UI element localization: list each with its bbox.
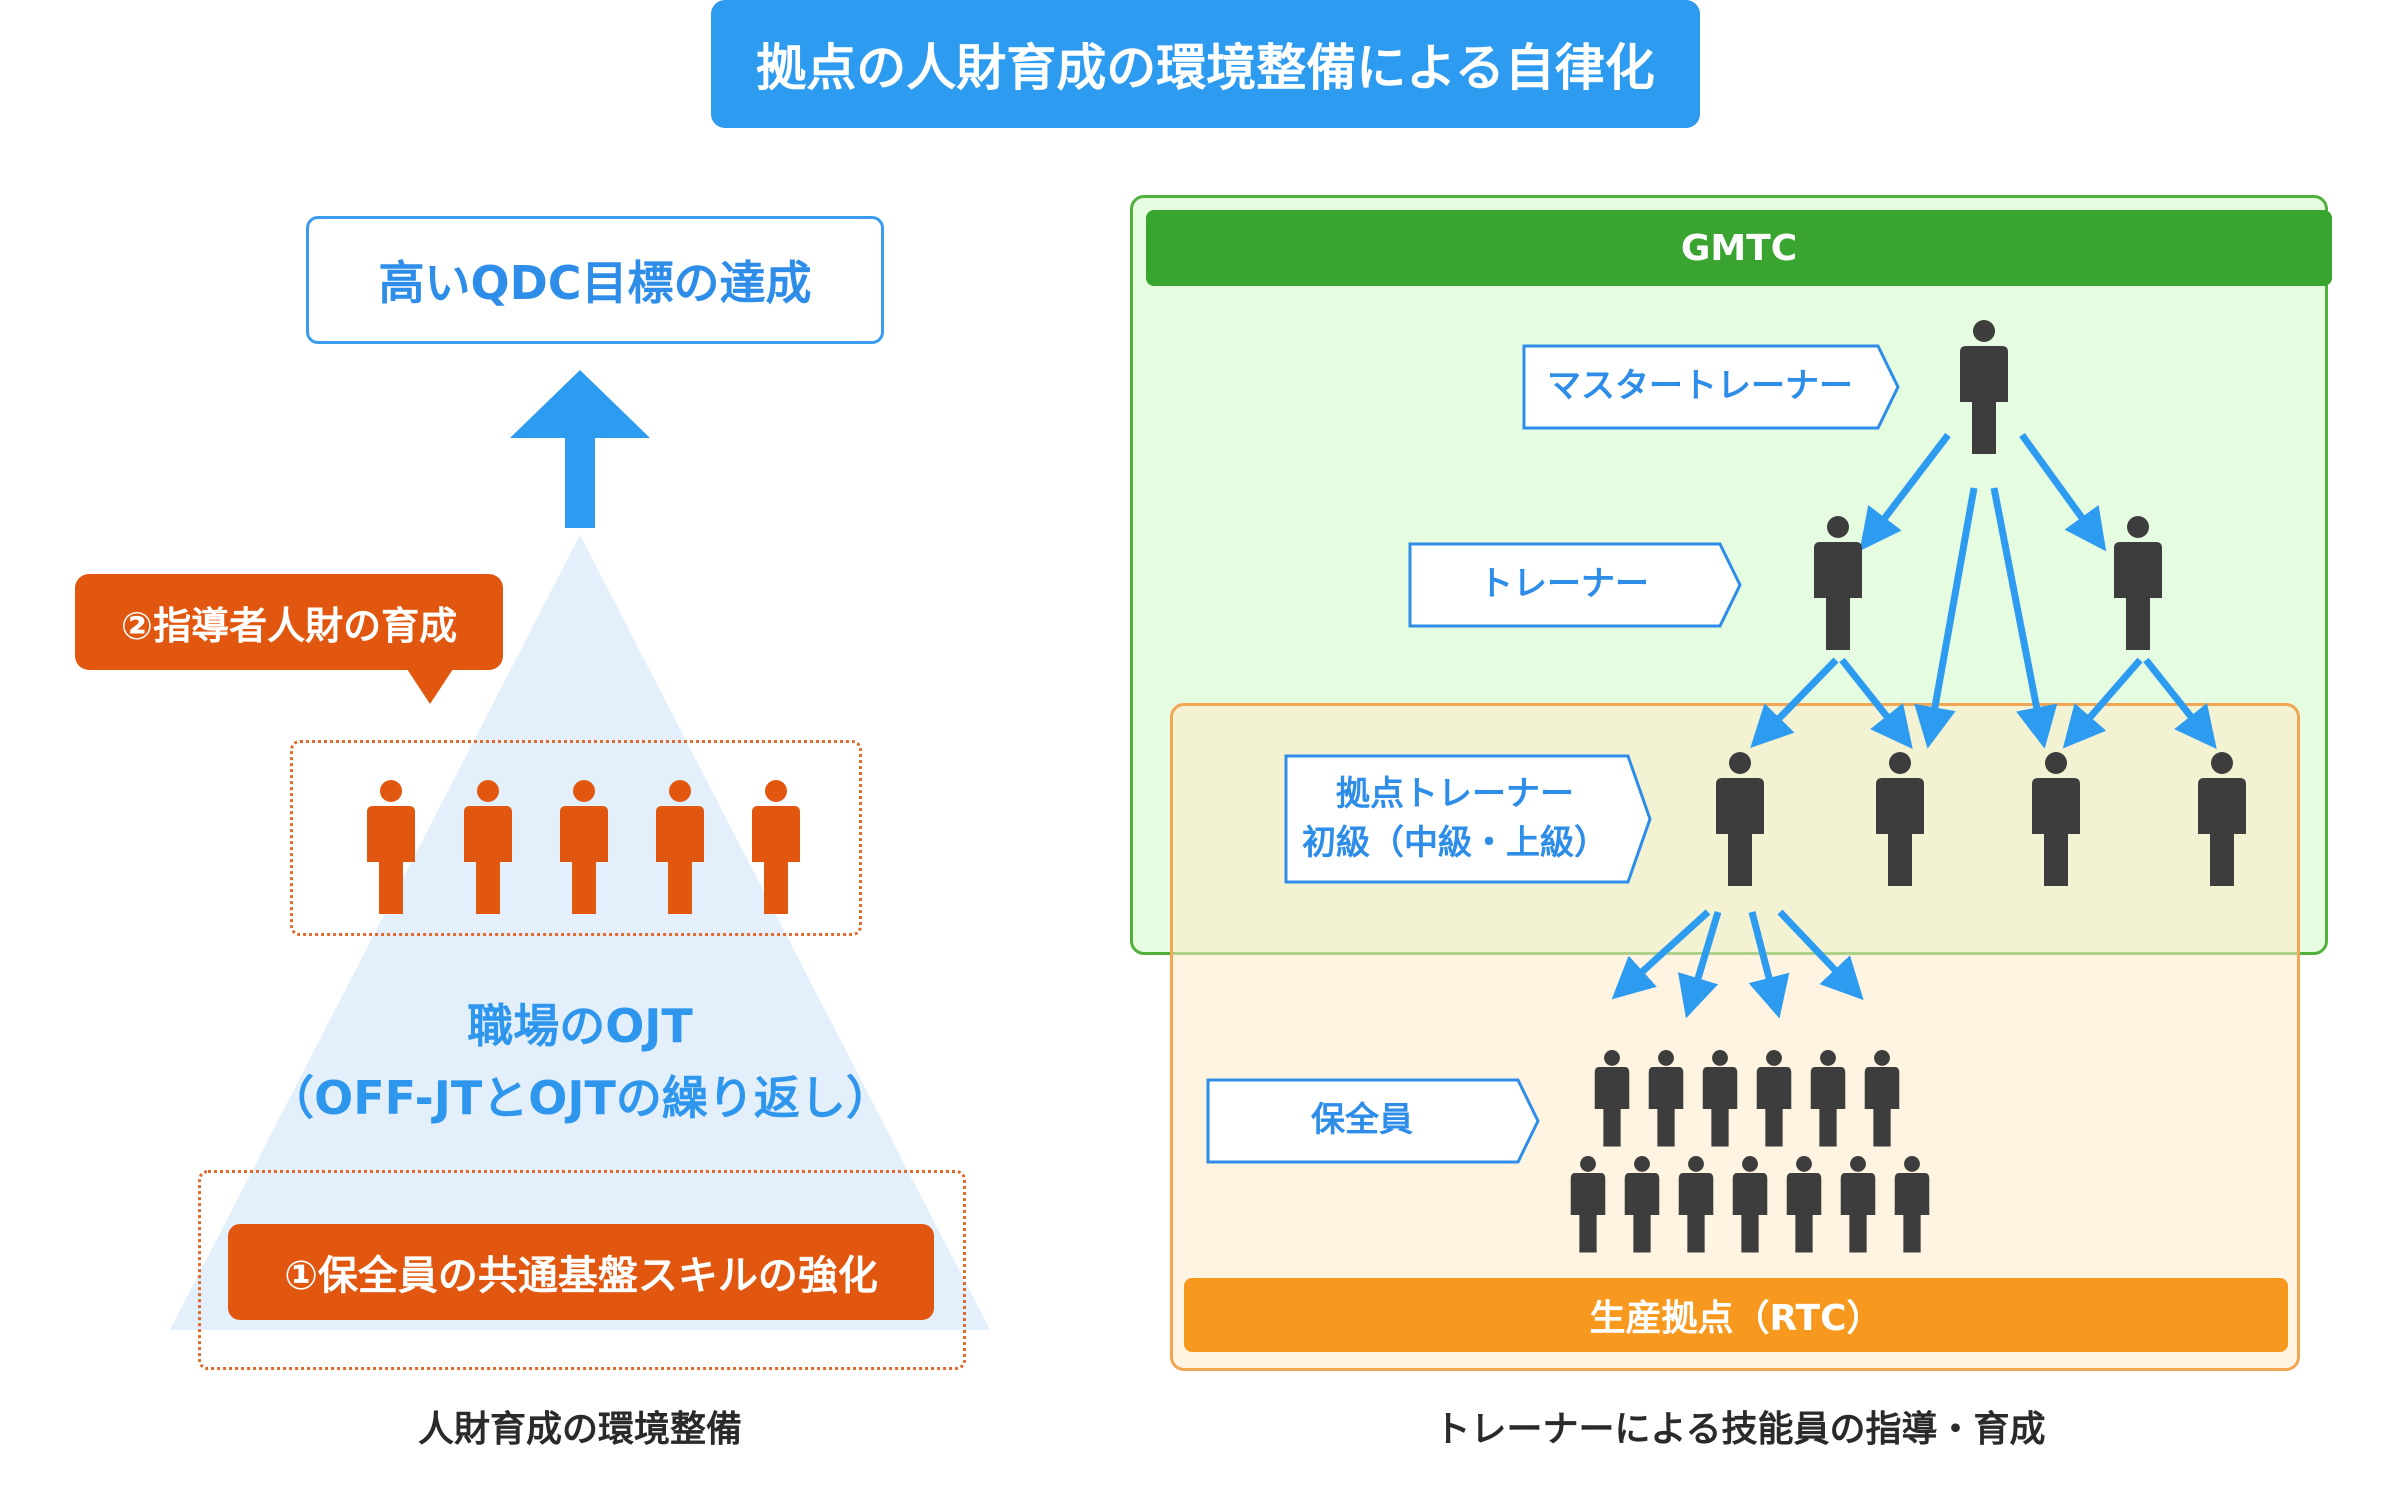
arrow-icon <box>1611 909 1711 1000</box>
person-icon <box>1732 1156 1768 1253</box>
ojt-subtitle: （OFF-JTとOJTの繰り返し） <box>268 1071 892 1125</box>
person-icon <box>1960 320 2008 454</box>
person-icon <box>1876 752 1924 886</box>
label-base-trainer-line2: 初級（中級・上級） <box>1302 823 1608 863</box>
person-icon <box>1570 1156 1606 1253</box>
rtc-footer: 生産拠点（RTC） <box>1184 1278 2288 1352</box>
person-icon <box>1864 1050 1900 1147</box>
label-master-trainer: マスタートレーナー <box>1547 366 1853 407</box>
person-icon <box>1678 1156 1714 1253</box>
label-maintenance-staff: 保全員 <box>1311 1100 1413 1141</box>
person-icon <box>1624 1156 1660 1253</box>
person-icon <box>1756 1050 1792 1147</box>
person-icon <box>2198 752 2246 886</box>
person-icon <box>1814 516 1862 650</box>
label-shape-trainer <box>1408 542 1742 628</box>
skill-banner: ①保全員の共通基盤スキルの強化 <box>228 1224 934 1320</box>
person-icon <box>1894 1156 1930 1253</box>
arrow-icon <box>1859 432 1951 552</box>
person-icon <box>367 780 415 914</box>
person-icon <box>1648 1050 1684 1147</box>
person-icon <box>656 780 704 914</box>
person-icon <box>560 780 608 914</box>
arrow-icon <box>2062 657 2143 749</box>
leader-people-svg <box>367 780 800 914</box>
gmtc-header: GMTC <box>1146 210 2332 286</box>
label-base-trainer: 拠点トレーナー 初級（中級・上級） <box>1284 754 1626 884</box>
person-icon <box>2114 516 2162 650</box>
arrow-icon <box>1839 657 1913 749</box>
arrow-icon <box>2143 657 2217 749</box>
person-icon <box>2032 752 2080 886</box>
arrow-up-icon <box>510 370 650 528</box>
person-icon <box>1810 1050 1846 1147</box>
label-trainer: トレーナー <box>1479 564 1649 605</box>
person-icon <box>464 780 512 914</box>
label-shape-base-trainer <box>1284 754 1652 884</box>
arrow-icon <box>1748 911 1790 1019</box>
person-icon <box>1716 752 1764 886</box>
ojt-title: 職場のOJT <box>467 999 693 1053</box>
label-shape-master <box>1522 344 1900 430</box>
person-icon <box>1702 1050 1738 1147</box>
goal-box: 高いQDC目標の達成 <box>306 216 884 344</box>
pyramid-shape <box>170 535 990 1330</box>
page-title: 拠点の人財育成の環境整備による自律化 <box>711 0 1700 128</box>
label-base-trainer-line1: 拠点トレーナー <box>1336 773 1574 814</box>
skill-box <box>198 1170 966 1370</box>
leader-people-group <box>290 740 862 936</box>
person-icon <box>1594 1050 1630 1147</box>
arrow-icon <box>1914 487 1978 749</box>
person-icon <box>1840 1156 1876 1253</box>
callout-leader-development: ②指導者人財の育成 <box>75 574 503 670</box>
label-shape-maintenance <box>1206 1078 1540 1164</box>
arrow-icon <box>2019 432 2107 552</box>
callout-pointer <box>405 666 455 704</box>
right-caption: トレーナーによる技能員の指導・育成 <box>1434 1409 2046 1450</box>
arrow-icon <box>1677 910 1722 1019</box>
arrow-icon <box>1750 657 1839 749</box>
arrow-icon <box>1777 909 1864 1001</box>
leader-group-box <box>290 740 862 936</box>
arrow-icon <box>1990 487 2058 749</box>
person-icon <box>1786 1156 1822 1253</box>
person-icon <box>752 780 800 914</box>
left-caption: 人財育成の環境整備 <box>417 1409 742 1450</box>
